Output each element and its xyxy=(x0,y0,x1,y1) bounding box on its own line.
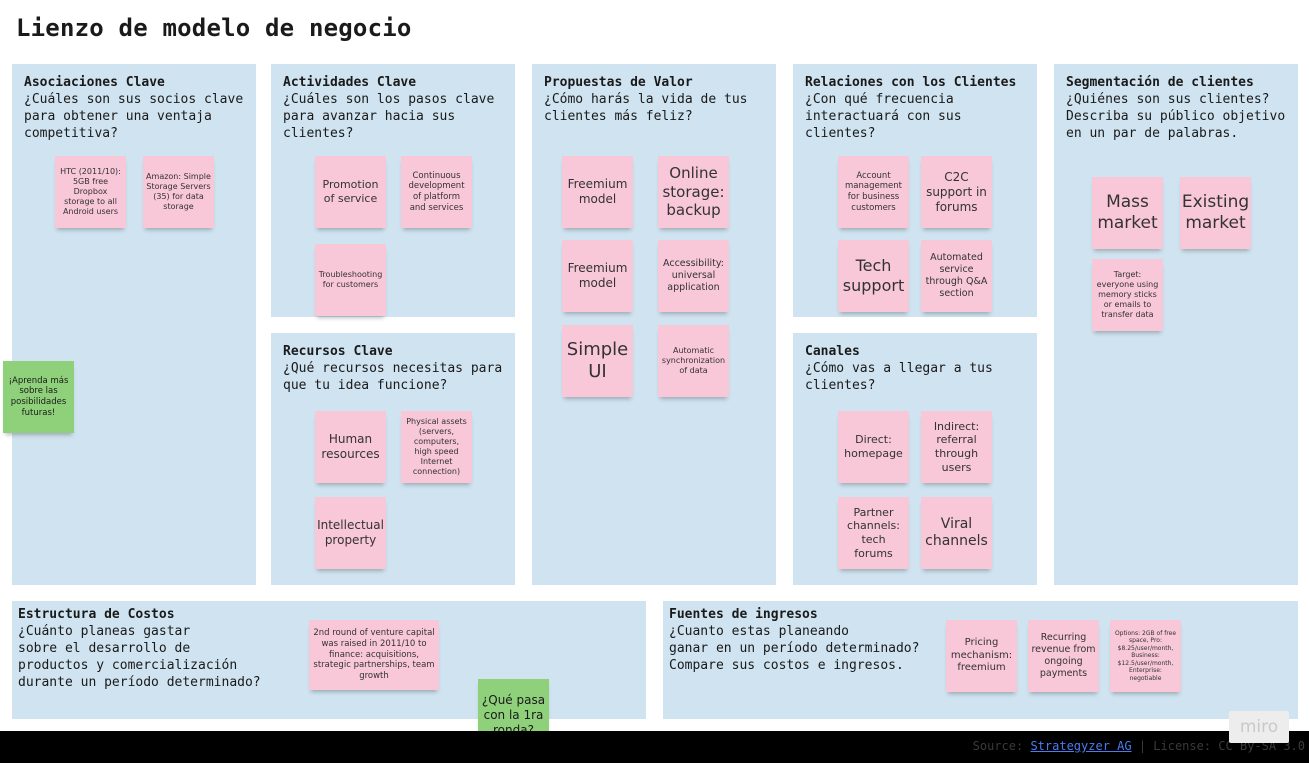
sticky-note[interactable]: Freemium model xyxy=(562,240,633,312)
sticky-note[interactable]: Simple UI xyxy=(562,325,633,397)
sticky-note[interactable]: Partner channels: tech forums xyxy=(838,497,909,569)
sticky-note[interactable]: Options: 2GB of free space, Pro: $8.25/u… xyxy=(1110,620,1181,692)
sticky-note[interactable]: Continuous development of platform and s… xyxy=(401,156,472,228)
panel-heading: Canales xyxy=(805,344,860,359)
sticky-note[interactable]: ¡Aprenda más sobre las posibilidades fut… xyxy=(3,361,74,433)
panel-heading: Segmentación de clientes xyxy=(1066,75,1254,90)
sticky-note[interactable]: Existing market xyxy=(1180,177,1251,249)
sticky-note[interactable]: Intellectual property xyxy=(315,497,386,569)
panel-heading: Asociaciones Clave xyxy=(24,75,165,90)
panel-question: ¿Qué recursos necesitas para que tu idea… xyxy=(283,361,503,393)
panel-question: ¿Cuáles son sus socios clave para obtene… xyxy=(24,92,244,141)
panel-actividades-clave[interactable]: Actividades Clave ¿Cuáles son los pasos … xyxy=(271,64,515,317)
panel-question: ¿Quiénes son sus clientes? Describa su p… xyxy=(1066,92,1286,141)
sticky-note[interactable]: Physical assets (servers, computers, hig… xyxy=(401,411,472,483)
panel-question: ¿Cómo harás la vida de tus clientes más … xyxy=(544,92,748,124)
panel-recursos-clave[interactable]: Recursos Clave ¿Qué recursos necesitas p… xyxy=(271,333,515,585)
sticky-note[interactable]: Accessibility: universal application xyxy=(658,240,729,312)
sticky-note[interactable]: HTC (2011/10): 5GB free Dropbox storage … xyxy=(55,156,126,228)
sticky-note[interactable]: 2nd round of venture capital was raised … xyxy=(309,620,439,690)
panel-heading: Relaciones con los Clientes xyxy=(805,75,1017,90)
panel-canales[interactable]: Canales ¿Cómo vas a llegar a tus cliente… xyxy=(793,333,1037,585)
source-link[interactable]: Strategyzer AG xyxy=(1030,739,1132,753)
panel-question: ¿Cuanto estas planeando ganar en un perí… xyxy=(669,624,920,673)
panel-heading: Fuentes de ingresos xyxy=(669,607,818,622)
sticky-note[interactable]: Direct: homepage xyxy=(838,411,909,483)
panel-heading: Estructura de Costos xyxy=(18,607,175,622)
sticky-note[interactable]: Viral channels xyxy=(921,497,992,569)
sticky-note[interactable]: Amazon: Simple Storage Servers (35) for … xyxy=(143,156,214,228)
sticky-note[interactable]: Online storage: backup xyxy=(658,156,729,228)
panel-propuestas-de-valor[interactable]: Propuestas de Valor ¿Cómo harás la vida … xyxy=(532,64,776,585)
footer-bar: Source: Strategyzer AG | License: CC By-… xyxy=(0,731,1309,763)
sticky-note[interactable]: C2C support in forums xyxy=(921,156,992,228)
sticky-note[interactable]: Account management for business customer… xyxy=(838,156,909,228)
sticky-note[interactable]: Human resources xyxy=(315,411,386,483)
source-prefix: Source: xyxy=(972,739,1031,753)
sticky-note[interactable]: Target: everyone using memory sticks or … xyxy=(1092,259,1163,331)
panel-heading: Propuestas de Valor xyxy=(544,75,693,90)
panel-question: ¿Cuánto planeas gastar sobre el desarrol… xyxy=(18,624,261,690)
panel-question: ¿Cuáles son los pasos clave para avanzar… xyxy=(283,92,495,141)
panel-asociaciones-clave[interactable]: Asociaciones Clave ¿Cuáles son sus socio… xyxy=(12,64,256,585)
panel-question: ¿Con qué frecuencia interactuará con sus… xyxy=(805,92,962,141)
panel-relaciones-clientes[interactable]: Relaciones con los Clientes ¿Con qué fre… xyxy=(793,64,1037,317)
page-title: Lienzo de modelo de negocio xyxy=(16,14,412,42)
sticky-note[interactable]: Indirect: referral through users xyxy=(921,411,992,483)
sticky-note[interactable]: Tech support xyxy=(838,240,909,312)
sticky-note[interactable]: Mass market xyxy=(1092,177,1163,249)
panel-heading: Recursos Clave xyxy=(283,344,393,359)
sticky-note[interactable]: Pricing mechanism: freemium xyxy=(946,620,1017,692)
sticky-note[interactable]: Promotion of service xyxy=(315,156,386,228)
sticky-note[interactable]: Automatic synchronization of data xyxy=(658,325,729,397)
sticky-note[interactable]: Troubleshooting for customers xyxy=(315,244,386,316)
sticky-note[interactable]: Automated service through Q&A section xyxy=(921,240,992,312)
panel-heading: Actividades Clave xyxy=(283,75,417,90)
sticky-note[interactable]: Recurring revenue from ongoing payments xyxy=(1028,620,1099,692)
panel-segmentacion-clientes[interactable]: Segmentación de clientes ¿Quiénes son su… xyxy=(1054,64,1298,585)
panel-question: ¿Cómo vas a llegar a tus clientes? xyxy=(805,361,993,393)
sticky-note[interactable]: Freemium model xyxy=(562,156,633,228)
miro-logo: miro xyxy=(1229,711,1289,743)
